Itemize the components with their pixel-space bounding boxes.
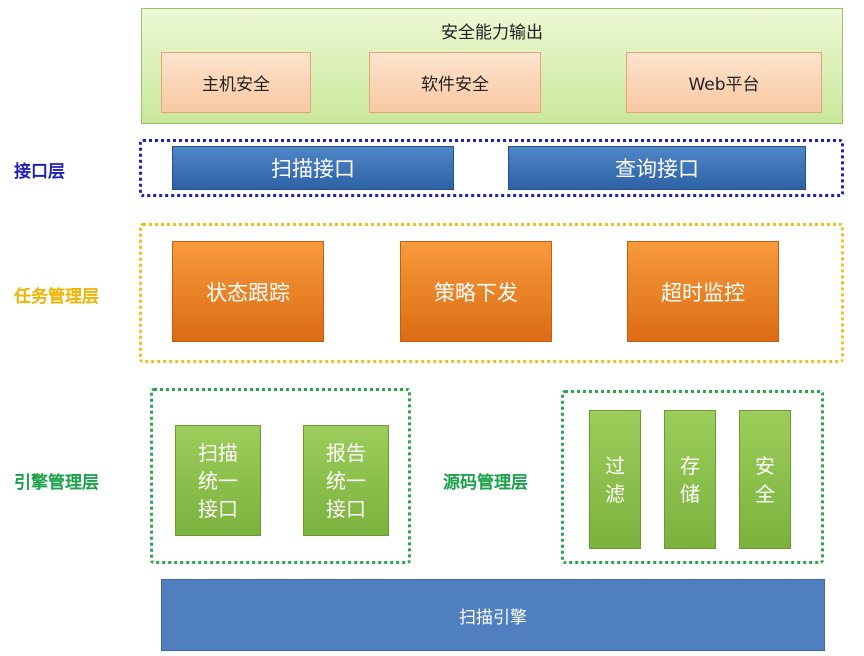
security-output-title: 安全能力输出	[441, 23, 543, 43]
report-unified-line-2: 统一	[326, 468, 366, 493]
web-platform-box: Web平台	[626, 52, 822, 113]
software-security-box: 软件安全	[369, 52, 541, 113]
scan-unified-line-2: 统一	[198, 468, 238, 493]
host-security-box: 主机安全	[161, 52, 311, 113]
scan-unified-interface-box: 扫描 统一 接口	[175, 425, 261, 536]
source-layer-container	[561, 390, 824, 564]
storage-line-2: 储	[680, 481, 700, 506]
report-unified-line-1: 报告	[326, 440, 366, 465]
filter-box: 过 滤	[589, 410, 641, 549]
query-interface-bar: 查询接口	[508, 146, 806, 190]
task-layer-container	[139, 223, 844, 363]
scan-interface-bar: 扫描接口	[172, 146, 454, 190]
storage-line-1: 存	[680, 453, 700, 478]
storage-box: 存 储	[664, 410, 716, 549]
policy-dispatch-box: 策略下发	[400, 241, 552, 342]
security-line-1: 安	[755, 453, 775, 478]
report-unified-interface-box: 报告 统一 接口	[303, 425, 389, 536]
scan-unified-line-1: 扫描	[198, 440, 238, 465]
engine-layer-label: 引擎管理层	[14, 473, 99, 493]
engine-layer-container	[150, 388, 411, 564]
filter-line-2: 滤	[605, 481, 625, 506]
timeout-monitor-box: 超时监控	[627, 241, 779, 342]
report-unified-line-3: 接口	[326, 496, 366, 521]
security-box: 安 全	[739, 410, 791, 549]
interface-layer-container	[139, 139, 844, 197]
task-layer-label: 任务管理层	[14, 287, 99, 307]
interface-layer-label: 接口层	[14, 162, 65, 182]
filter-line-1: 过	[605, 453, 625, 478]
status-tracking-box: 状态跟踪	[172, 241, 324, 342]
scan-engine-bar: 扫描引擎	[161, 579, 825, 651]
scan-unified-line-3: 接口	[198, 496, 238, 521]
security-line-2: 全	[755, 481, 775, 506]
source-layer-label: 源码管理层	[443, 473, 528, 493]
